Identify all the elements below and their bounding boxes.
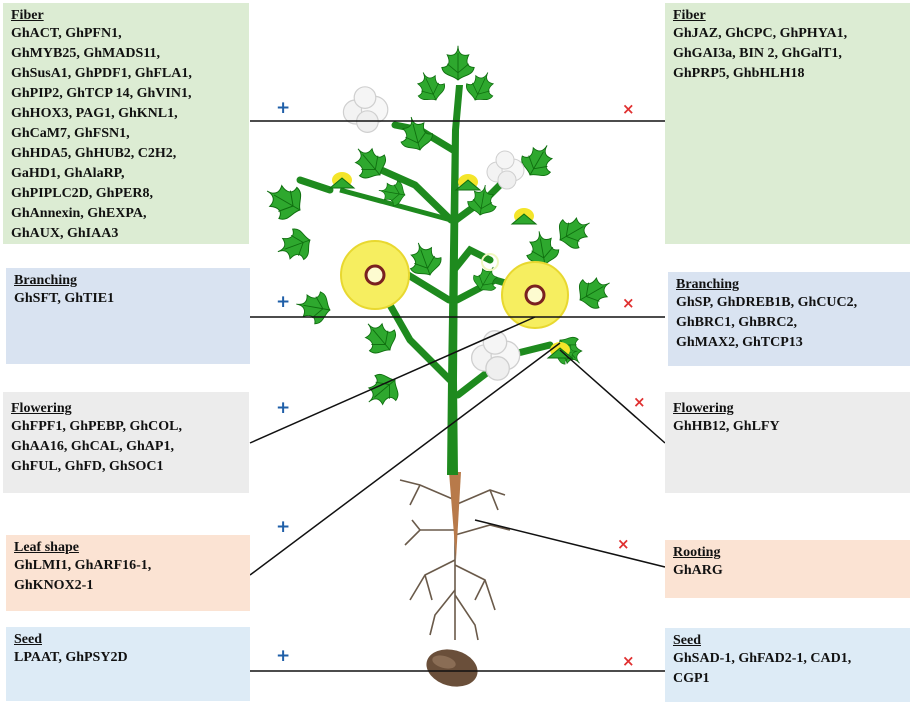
gene-line: GhPRP5, GhbHLH18 [673, 66, 805, 81]
right-flowering-box: Flowering GhHB12, GhLFY [665, 392, 910, 493]
cross-icon: × [633, 393, 646, 411]
gene-line: GhCaM7, GhFSN1, [11, 126, 130, 141]
flower-right [501, 261, 569, 329]
left-leaf-shape-box: Leaf shape GhLMI1, GhARF16-1, GhKNOX2-1 [6, 535, 250, 611]
left-flowering-box: Flowering GhFPF1, GhPEBP, GhCOL, GhAA16,… [3, 392, 249, 493]
plus-icon: + [276, 517, 291, 537]
gene-line: GhLMI1, GhARF16-1, [14, 558, 152, 573]
box-title: Seed [14, 632, 42, 647]
cross-icon: × [622, 294, 635, 312]
gene-line: GhKNOX2-1 [14, 578, 94, 593]
left-seed-box: Seed LPAAT, GhPSY2D [6, 627, 250, 701]
box-title: Branching [14, 273, 78, 288]
left-branching-box: Branching GhSFT, GhTIE1 [6, 268, 250, 364]
connector-lines [249, 120, 666, 672]
gene-line: GhJAZ, GhCPC, GhPHYA1, [673, 26, 848, 41]
flower-left [340, 240, 410, 310]
gene-line: GhSFT, GhTIE1 [14, 291, 115, 306]
gene-line: LPAAT, GhPSY2D [14, 650, 128, 665]
right-seed-box: Seed GhSAD-1, GhFAD2-1, CAD1, CGP1 [665, 628, 910, 702]
plus-icon: + [276, 98, 291, 118]
gene-line: GhMYB25, GhMADS11, [11, 46, 160, 61]
plus-icon: + [276, 646, 291, 666]
box-title: Branching [676, 277, 740, 292]
gene-line: GhFPF1, GhPEBP, GhCOL, [11, 419, 183, 434]
gene-line: GhPIP2, GhTCP 14, GhVIN1, [11, 86, 192, 101]
gene-line: GhFUL, GhFD, GhSOC1 [11, 459, 164, 474]
gene-line: GhACT, GhPFN1, [11, 26, 122, 41]
gene-line: GhAA16, GhCAL, GhAP1, [11, 439, 174, 454]
taproot [449, 472, 461, 560]
roots [399, 470, 511, 641]
box-title: Seed [673, 633, 701, 648]
right-rooting-box: Rooting GhARG [665, 540, 910, 598]
gene-line: GhGAI3a, BIN 2, GhGalT1, [673, 46, 842, 61]
box-title: Fiber [673, 8, 706, 23]
gene-line: CGP1 [673, 671, 710, 686]
gene-line: GhSusA1, GhPDF1, GhFLA1, [11, 66, 192, 81]
plus-icon: + [276, 292, 291, 312]
box-title: Flowering [11, 401, 72, 416]
gene-line: GhHDA5, GhHUB2, C2H2, [11, 146, 177, 161]
box-title: Flowering [673, 401, 734, 416]
box-title: Leaf shape [14, 540, 79, 555]
gene-line: GhSP, GhDREB1B, GhCUC2, [676, 295, 858, 310]
left-fiber-box: Fiber GhACT, GhPFN1, GhMYB25, GhMADS11, … [3, 3, 249, 244]
gene-line: GhAnnexin, GhEXPA, [11, 206, 147, 221]
right-fiber-box: Fiber GhJAZ, GhCPC, GhPHYA1, GhGAI3a, BI… [665, 3, 910, 244]
gene-line: GhHOX3, PAG1, GhKNL1, [11, 106, 178, 121]
gene-line: GhAUX, GhIAA3 [11, 226, 119, 241]
gene-line: GhSAD-1, GhFAD2-1, CAD1, [673, 651, 852, 666]
right-branching-box: Branching GhSP, GhDREB1B, GhCUC2, GhBRC1… [668, 272, 910, 366]
gene-line: GhHB12, GhLFY [673, 419, 780, 434]
gene-line: GhBRC1, GhBRC2, [676, 315, 797, 330]
cross-icon: × [622, 100, 635, 118]
cross-icon: × [622, 652, 635, 670]
plus-icon: + [276, 398, 291, 418]
box-title: Fiber [11, 8, 44, 23]
cross-icon: × [617, 535, 630, 553]
box-title: Rooting [673, 545, 721, 560]
gene-line: GhMAX2, GhTCP13 [676, 335, 803, 350]
gene-line: GaHD1, GhAlaRP, [11, 166, 125, 181]
gene-line: GhPIPLC2D, GhPER8, [11, 186, 153, 201]
gene-line: GhARG [673, 563, 723, 578]
